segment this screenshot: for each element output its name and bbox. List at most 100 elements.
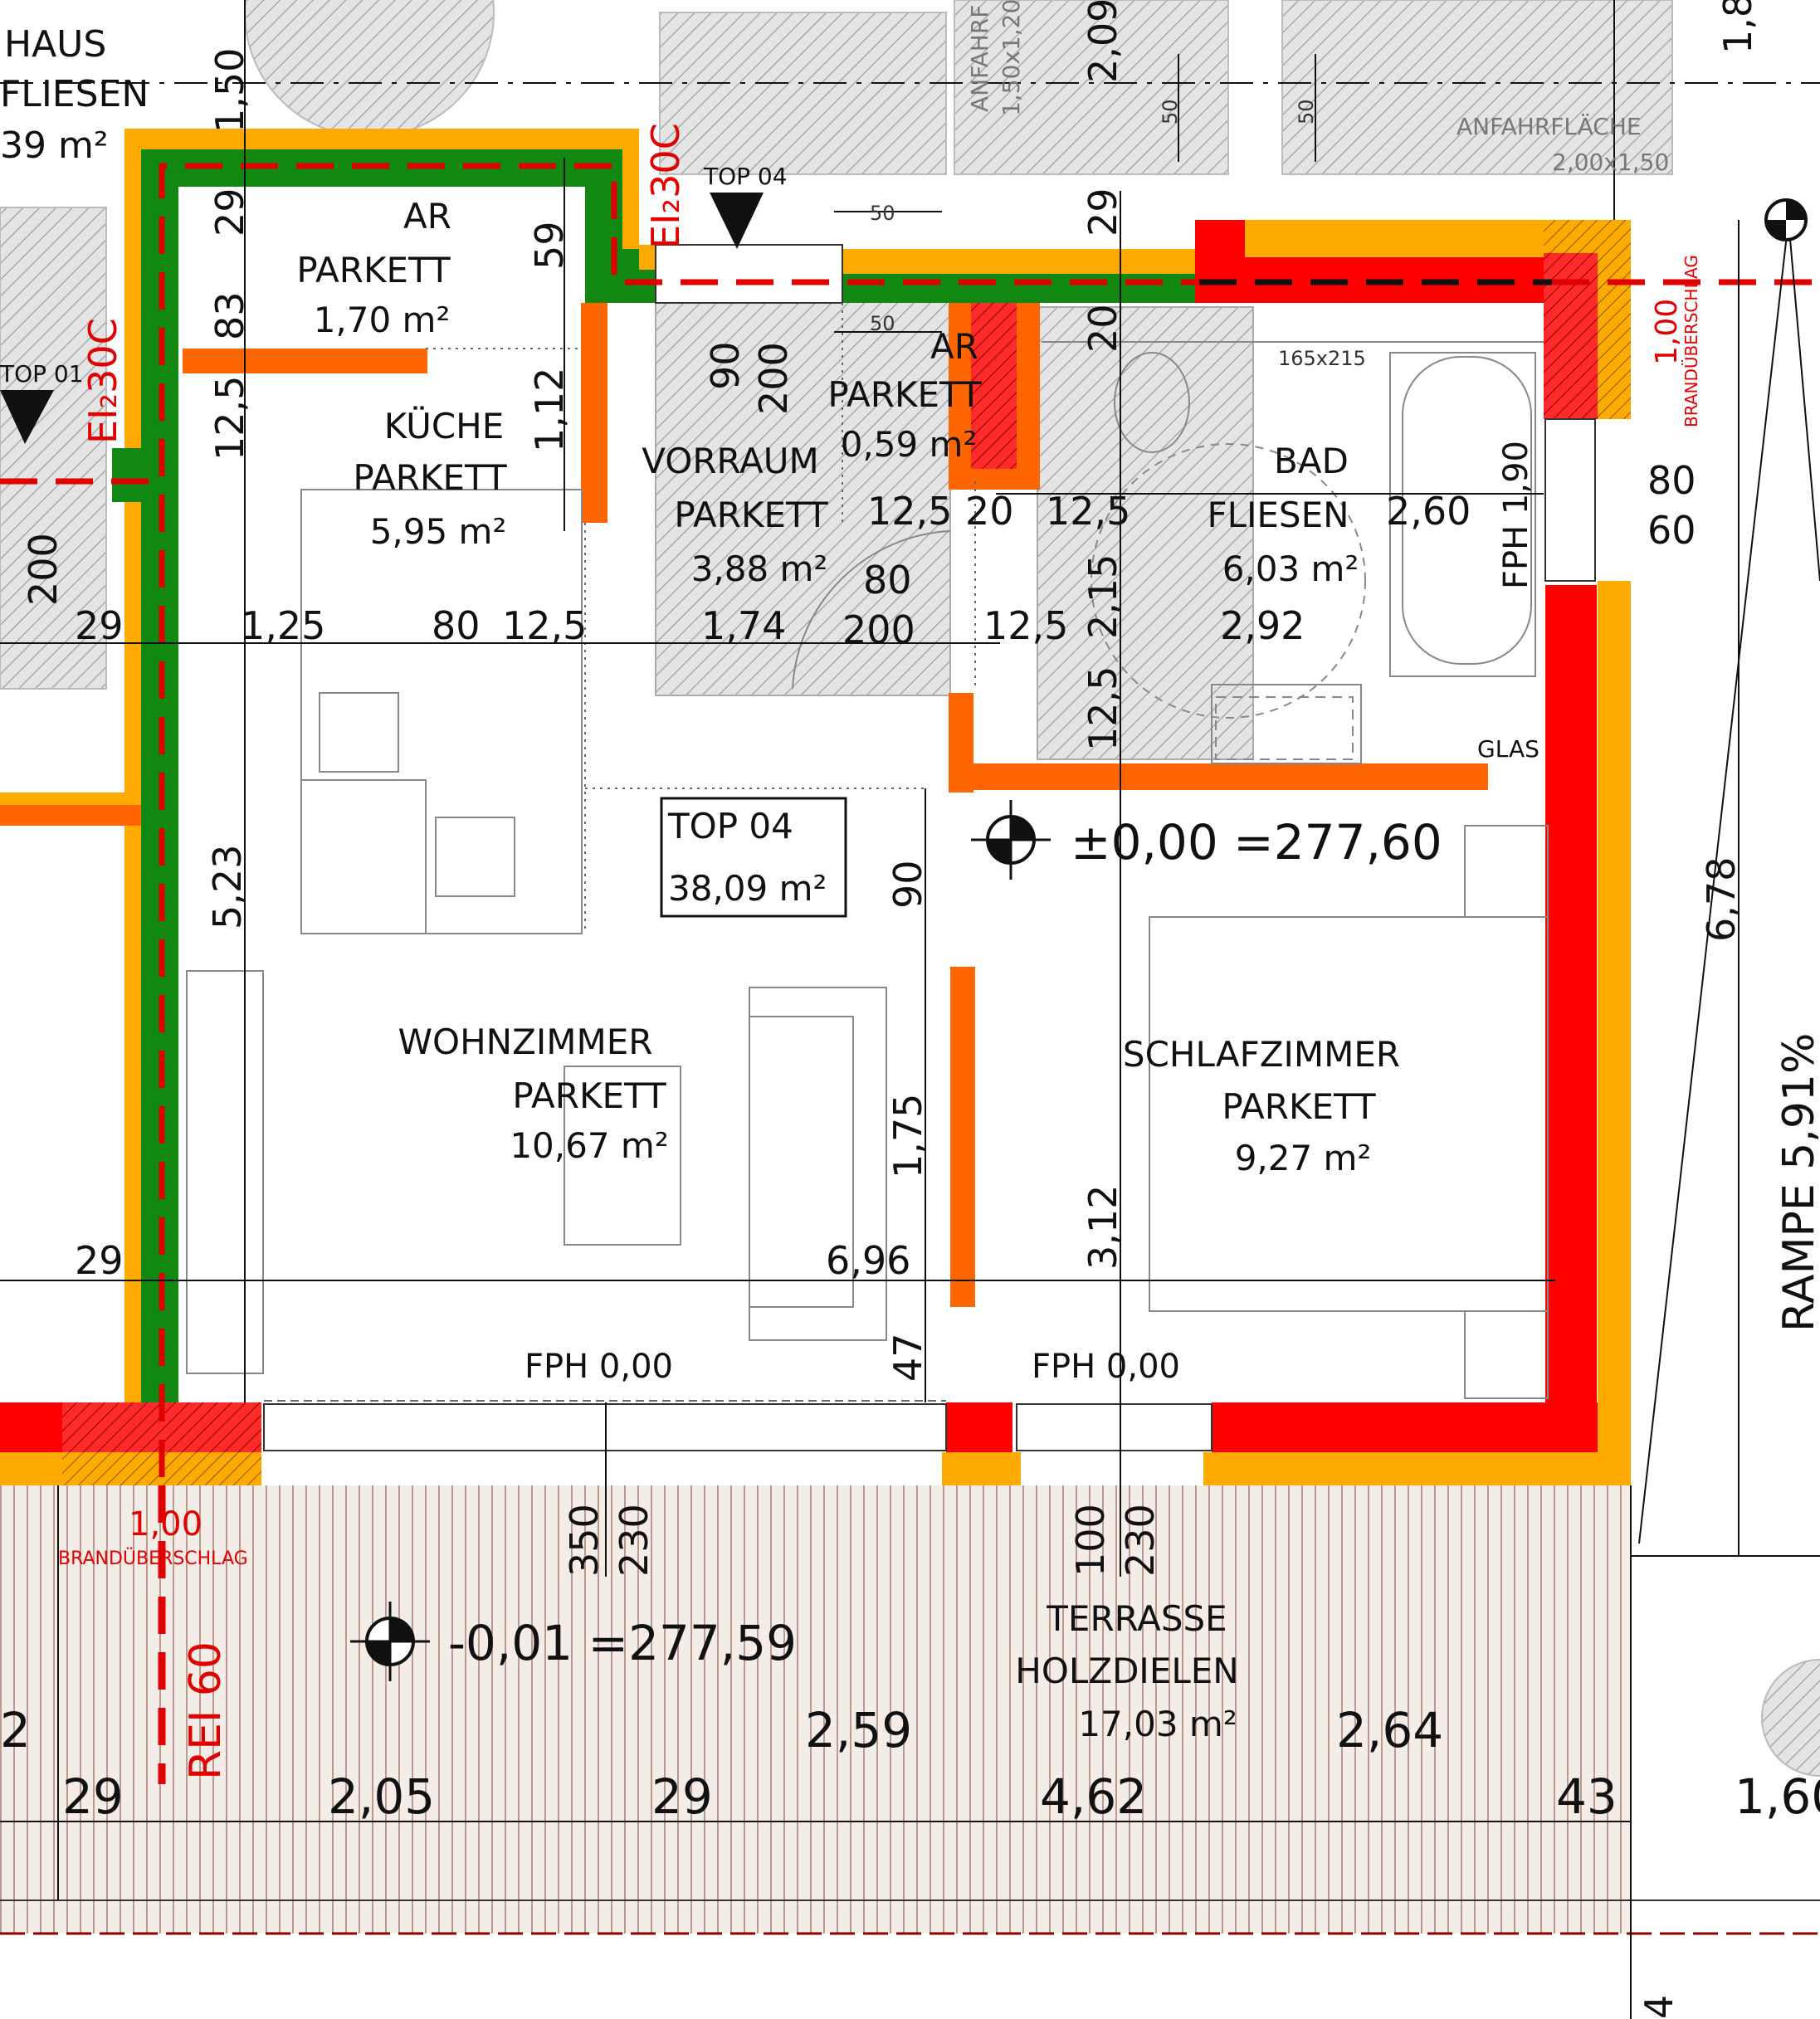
dim-160: 1,60 bbox=[1735, 1768, 1820, 1825]
dim-29d: 29 bbox=[75, 1238, 124, 1283]
dim-80a: 80 bbox=[432, 603, 481, 648]
dim-20b: 20 bbox=[1081, 304, 1125, 353]
dim-230b: 230 bbox=[1118, 1504, 1163, 1577]
label-schlafzimmer-area: 9,27 m² bbox=[1235, 1138, 1372, 1178]
label-terrasse-name: TERRASSE bbox=[1046, 1598, 1227, 1639]
dim-90b: 90 bbox=[886, 860, 930, 909]
label-brand2-dim: 1,00 bbox=[1650, 299, 1684, 365]
label-schlafzimmer-floor: PARKETT bbox=[1222, 1086, 1376, 1127]
label-anfahr1-size: 2,00x1,50 bbox=[1552, 149, 1669, 176]
label-vorraum-name: VORRAUM bbox=[642, 441, 818, 481]
neighbour-areas bbox=[0, 0, 1820, 1777]
label-level-terrace: -0,01 =277,59 bbox=[448, 1615, 797, 1671]
label-top04-marker: TOP 04 bbox=[703, 163, 788, 190]
dim-174: 1,74 bbox=[701, 603, 786, 648]
label-anfahr1-title: ANFAHRFLÄCHE bbox=[1456, 113, 1642, 140]
dim-4: 4 bbox=[1637, 1995, 1681, 2019]
label-terrasse-floor: HOLZDIELEN bbox=[1015, 1651, 1238, 1691]
label-ei-top: EI₂30C bbox=[643, 123, 688, 249]
dim-80c: 80 bbox=[1647, 458, 1696, 503]
label-top01: TOP 01 bbox=[0, 360, 84, 388]
label-vorraum-floor: PARKETT bbox=[674, 495, 828, 535]
label-wohnzimmer-area: 10,67 m² bbox=[510, 1125, 668, 1166]
label-top04-box-name: TOP 04 bbox=[667, 806, 793, 846]
dim-205: 2,05 bbox=[328, 1768, 435, 1825]
label-anfahr2-title: ANFAHRF bbox=[966, 5, 993, 112]
dim-350: 350 bbox=[562, 1504, 607, 1577]
dim-2: 2 bbox=[0, 1702, 31, 1758]
label-bath-size: 165x215 bbox=[1278, 347, 1366, 370]
dim-175: 1,75 bbox=[886, 1094, 930, 1178]
label-brand1-label: BRANDÜBERSCHLAG bbox=[58, 1548, 248, 1569]
windows bbox=[263, 244, 1596, 1451]
label-vorraum-area: 3,88 m² bbox=[691, 549, 828, 589]
label-haus: HAUS bbox=[4, 23, 106, 66]
dim-125e: 12,5 bbox=[1046, 489, 1130, 534]
dim-200a: 200 bbox=[21, 533, 66, 606]
label-brand1-dim: 1,00 bbox=[129, 1505, 202, 1544]
label-glas: GLAS bbox=[1477, 735, 1539, 763]
dim-462: 4,62 bbox=[1040, 1768, 1147, 1825]
dim-20a: 20 bbox=[965, 489, 1014, 534]
floor-hatch bbox=[655, 298, 1254, 760]
label-ar2-name: AR bbox=[930, 326, 978, 367]
label-schlafzimmer-name: SCHLAFZIMMER bbox=[1123, 1034, 1400, 1075]
dim-125g: 12,5 bbox=[1081, 666, 1125, 751]
terrace-deck bbox=[0, 1485, 1631, 1934]
dim-90a: 90 bbox=[703, 341, 748, 390]
dim-230a: 230 bbox=[612, 1504, 656, 1577]
label-ar1-area: 1,70 m² bbox=[314, 300, 451, 340]
label-wohnzimmer-name: WOHNZIMMER bbox=[398, 1022, 653, 1062]
dotted-lines bbox=[264, 303, 976, 1402]
label-kueche-area: 5,95 m² bbox=[370, 511, 507, 552]
dim-59: 59 bbox=[527, 221, 572, 270]
dim-125f: 12,5 bbox=[983, 603, 1068, 648]
dim-264: 2,64 bbox=[1336, 1702, 1443, 1758]
dim-200c: 200 bbox=[842, 607, 915, 652]
label-brand2-label: BRANDÜBERSCHLAG bbox=[1681, 255, 1701, 427]
dim-47: 47 bbox=[886, 1333, 930, 1382]
dim-125b: 1,25 bbox=[241, 603, 325, 648]
label-top04-box-area: 38,09 m² bbox=[668, 868, 827, 909]
label-ar2-floor: PARKETT bbox=[827, 374, 982, 415]
label-anfahr2-size: 1,50x1,20 bbox=[998, 0, 1025, 116]
top04-box bbox=[660, 797, 847, 918]
dim-29e: 29 bbox=[62, 1768, 124, 1825]
walls bbox=[0, 129, 1631, 1485]
level-marker-main bbox=[971, 800, 1051, 880]
dim-29b: 29 bbox=[75, 603, 124, 648]
label-fliesen: FLIESEN bbox=[0, 73, 149, 115]
dim-696: 6,96 bbox=[826, 1238, 910, 1283]
label-level-main: ±0,00 =277,60 bbox=[1071, 814, 1442, 871]
label-fph-sz: FPH 0,00 bbox=[1032, 1348, 1180, 1386]
label-area-tl: 39 m² bbox=[0, 124, 108, 167]
dim-209: 2,09 bbox=[1081, 0, 1125, 83]
top-markers bbox=[0, 193, 764, 444]
fire-lines bbox=[0, 163, 1820, 1784]
dim-50a: 50 bbox=[870, 202, 895, 225]
label-bad-area: 6,03 m² bbox=[1222, 549, 1359, 589]
dim-292: 2,92 bbox=[1220, 603, 1305, 648]
dim-43: 43 bbox=[1556, 1768, 1618, 1825]
dim-29c: 29 bbox=[1081, 188, 1125, 237]
dim-29a: 29 bbox=[207, 188, 252, 237]
label-rampe: RAMPE 5,91% bbox=[1774, 1033, 1820, 1332]
dim-125d: 12,5 bbox=[867, 489, 952, 534]
dim-260: 2,60 bbox=[1386, 489, 1471, 534]
label-rampe-dim: 6,78 bbox=[1699, 857, 1744, 942]
label-kueche-floor: PARKETT bbox=[353, 457, 507, 498]
dim-50c: 50 bbox=[1159, 99, 1182, 124]
dim-523: 5,23 bbox=[205, 845, 250, 929]
label-bad-floor: FLIESEN bbox=[1207, 495, 1349, 535]
label-ar2-area: 0,59 m² bbox=[841, 424, 978, 465]
dim-181: 1,81 bbox=[1715, 0, 1760, 54]
level-marker-terrace bbox=[350, 1602, 430, 1681]
label-terrasse-area: 17,03 m² bbox=[1078, 1704, 1237, 1744]
label-kueche-name: KÜCHE bbox=[384, 405, 505, 446]
dim-83: 83 bbox=[207, 291, 252, 340]
dim-259: 2,59 bbox=[805, 1702, 912, 1758]
dim-29f: 29 bbox=[651, 1768, 713, 1825]
